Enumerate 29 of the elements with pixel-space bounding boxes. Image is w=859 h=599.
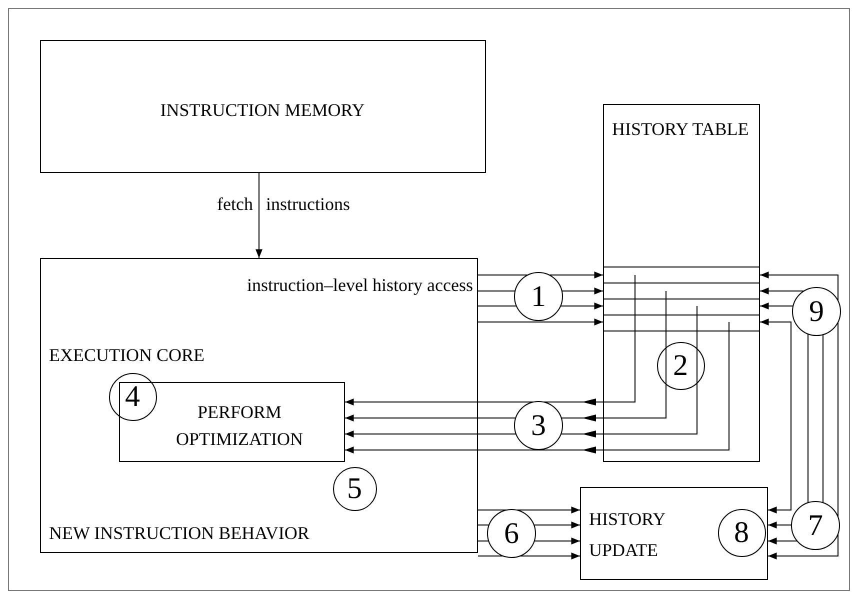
arrow [344,446,604,454]
callout-number: 7 [791,501,840,550]
box-title: HISTORY TABLE [612,118,750,141]
box-title: PERFORM OPTIMIZATION [175,400,304,450]
signal-label: instruction–level history access [246,274,473,297]
callout-number: 9 [792,287,841,336]
memory-box [40,40,486,173]
arrow [344,398,604,406]
core-box [40,258,478,553]
box-title: INSTRUCTION MEMORY [159,99,366,121]
callout-number: 6 [487,509,536,558]
numbered-circle: 2 [656,342,704,390]
signal-label: fetch [217,193,253,216]
arrow [760,272,838,560]
arrow [256,172,262,258]
arrow [760,318,792,514]
callout-number: 3 [514,401,563,450]
numbered-circle: 8 [718,508,766,556]
arrow [478,318,604,326]
box-title: EXECUTION CORE [49,344,206,366]
process-box [580,487,768,580]
process-box [118,382,344,462]
numbered-circle: 5 [332,466,376,510]
numbered-circle: 4 [108,372,156,420]
callout-number: 1 [514,272,563,321]
box-title: NEW INSTRUCTION BEHAVIOR [49,522,310,544]
box-title: HISTORY UPDATE [589,508,666,562]
table-box [603,104,760,462]
signal-label: instructions [266,193,350,216]
